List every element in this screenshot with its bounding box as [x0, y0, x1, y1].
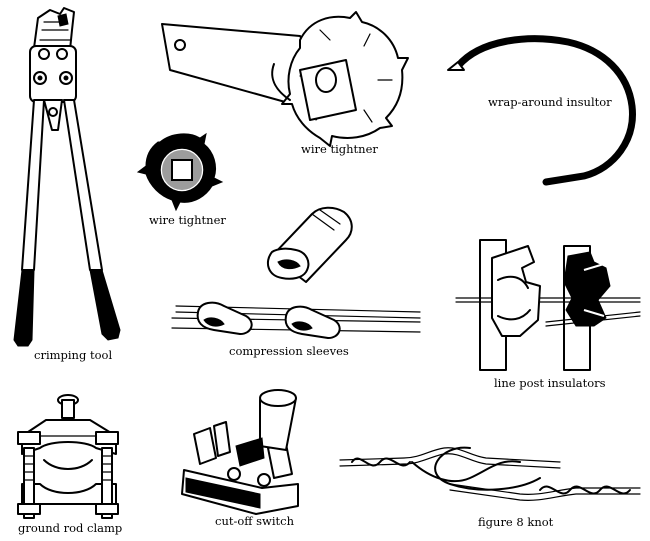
- compression-sleeve-illustration: [266, 206, 353, 283]
- label-wrap-around-insulator: wrap-around insultor: [488, 95, 612, 109]
- crimping-tool-illustration: [13, 7, 121, 347]
- label-wire-tightener-small: wire tightner: [149, 213, 226, 227]
- label-cut-off-switch: cut-off switch: [215, 514, 295, 528]
- wire-tightener-small-illustration: [136, 132, 224, 212]
- compression-sleeves-illustration: [171, 301, 421, 339]
- ground-rod-clamp-illustration: [17, 394, 119, 519]
- label-crimping-tool: crimping tool: [34, 348, 112, 362]
- label-ground-rod-clamp: ground rod clamp: [18, 521, 122, 535]
- label-line-post-insulators: line post insulators: [494, 376, 606, 390]
- figure-8-knot-illustration: [339, 446, 641, 501]
- wire-tightener-large-illustration: [161, 11, 409, 147]
- cut-off-switch-illustration: [181, 389, 299, 515]
- label-figure-8-knot: figure 8 knot: [478, 515, 554, 529]
- label-compression-sleeves: compression sleeves: [229, 344, 349, 358]
- label-wire-tightener-large: wire tightner: [301, 142, 378, 156]
- wrap-around-insulator-illustration: [447, 35, 636, 186]
- line-post-insulators-illustration: [455, 239, 641, 371]
